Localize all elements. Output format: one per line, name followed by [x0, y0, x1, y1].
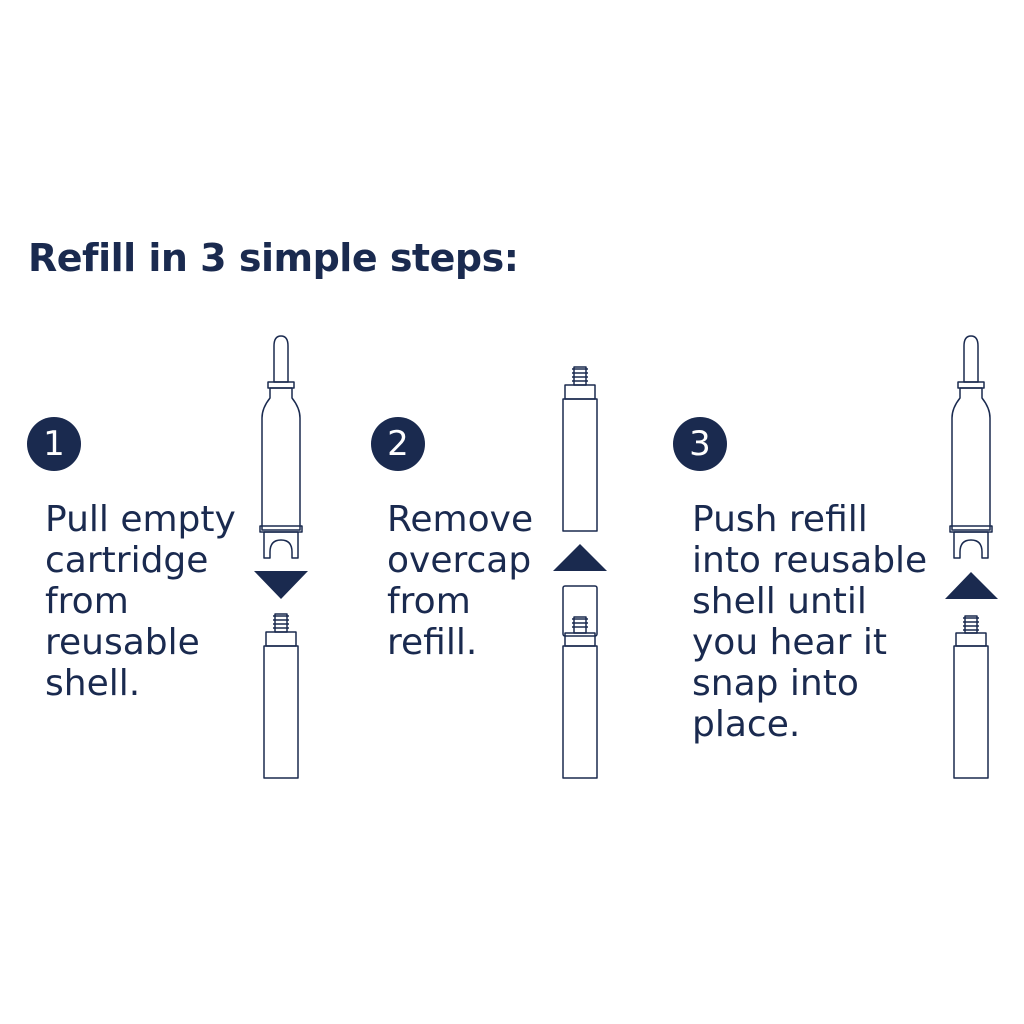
step-3-up-arrow-icon: [945, 572, 998, 599]
step-2-line: Remove: [387, 499, 534, 540]
step-2-refill-top-icon: [562, 366, 598, 532]
page-title: Refill in 3 simple steps:: [28, 236, 519, 280]
step-2-badge: 2: [371, 417, 425, 471]
step-3-text: Push refill into reusable shell until yo…: [692, 499, 927, 745]
step-1-cartridge-icon: [259, 335, 303, 559]
step-3-line: Push refill: [692, 499, 868, 540]
step-2-text: Remove overcap from refill.: [387, 499, 533, 663]
step-1-refill-icon: [263, 613, 299, 779]
step-1-line: cartridge: [45, 540, 209, 581]
step-3-refill-icon: [953, 615, 989, 779]
step-1-line: Pull empty: [45, 499, 236, 540]
step-3-shell-icon: [949, 335, 993, 559]
step-1-text: Pull empty cartridge from reusable shell…: [45, 499, 236, 704]
step-2-line: overcap: [387, 540, 532, 581]
step-3-line: place.: [692, 704, 801, 745]
step-3-line: you hear it: [692, 622, 887, 663]
step-3-line: shell until: [692, 581, 867, 622]
step-3-line: into reusable: [692, 540, 928, 581]
step-2-line: refill.: [387, 622, 478, 663]
step-2-line: from: [387, 581, 471, 622]
step-3-badge: 3: [673, 417, 727, 471]
step-3-line: snap into: [692, 663, 859, 704]
step-1-down-arrow-icon: [254, 571, 308, 599]
step-2-up-arrow-icon: [553, 544, 607, 571]
step-2-overcap-refill-icon: [562, 585, 598, 779]
step-1-line: from: [45, 581, 129, 622]
step-1-badge: 1: [27, 417, 81, 471]
step-1-line: reusable: [45, 622, 200, 663]
step-1-line: shell.: [45, 663, 141, 704]
